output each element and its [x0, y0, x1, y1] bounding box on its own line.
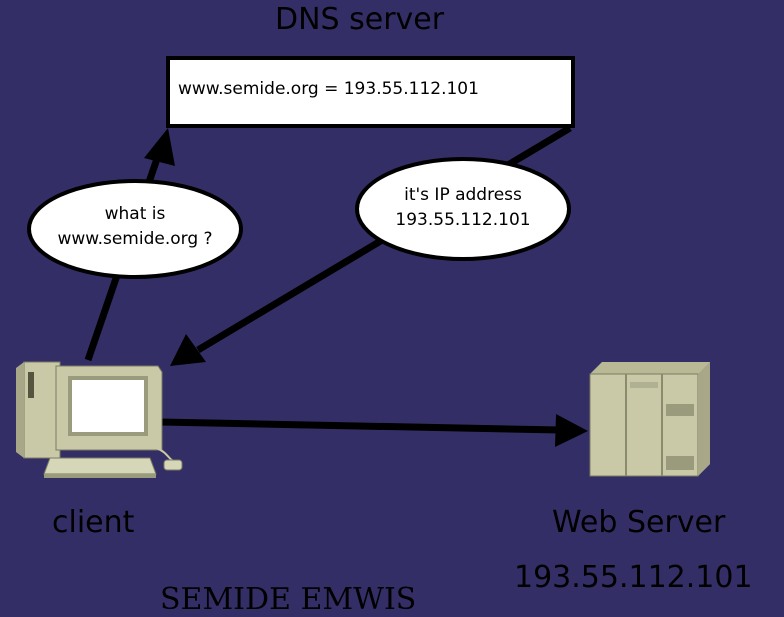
answer-bubble-text: it's IP address 193.55.112.101: [356, 183, 570, 233]
client-label: client: [52, 505, 135, 540]
server-rack-icon: [589, 362, 710, 477]
footer-credit: SEMIDE EMWIS: [160, 582, 417, 617]
web-server-label: Web Server: [552, 505, 726, 540]
dns-server-box: [166, 56, 575, 128]
dns-server-title: DNS server: [275, 2, 445, 37]
query-line-1: what is: [104, 204, 166, 224]
web-server-ip: 193.55.112.101: [514, 560, 753, 595]
query-bubble: [27, 179, 243, 279]
request-arrow: [159, 414, 588, 447]
desktop-computer-icon: [16, 361, 183, 478]
answer-line-1: it's IP address: [404, 185, 522, 205]
dns-record-text: www.semide.org = 193.55.112.101: [178, 79, 479, 99]
answer-bubble: [355, 157, 571, 261]
query-line-2: www.semide.org ?: [57, 229, 213, 249]
query-bubble-text: what is www.semide.org ?: [28, 202, 242, 252]
answer-line-2: 193.55.112.101: [395, 210, 531, 230]
